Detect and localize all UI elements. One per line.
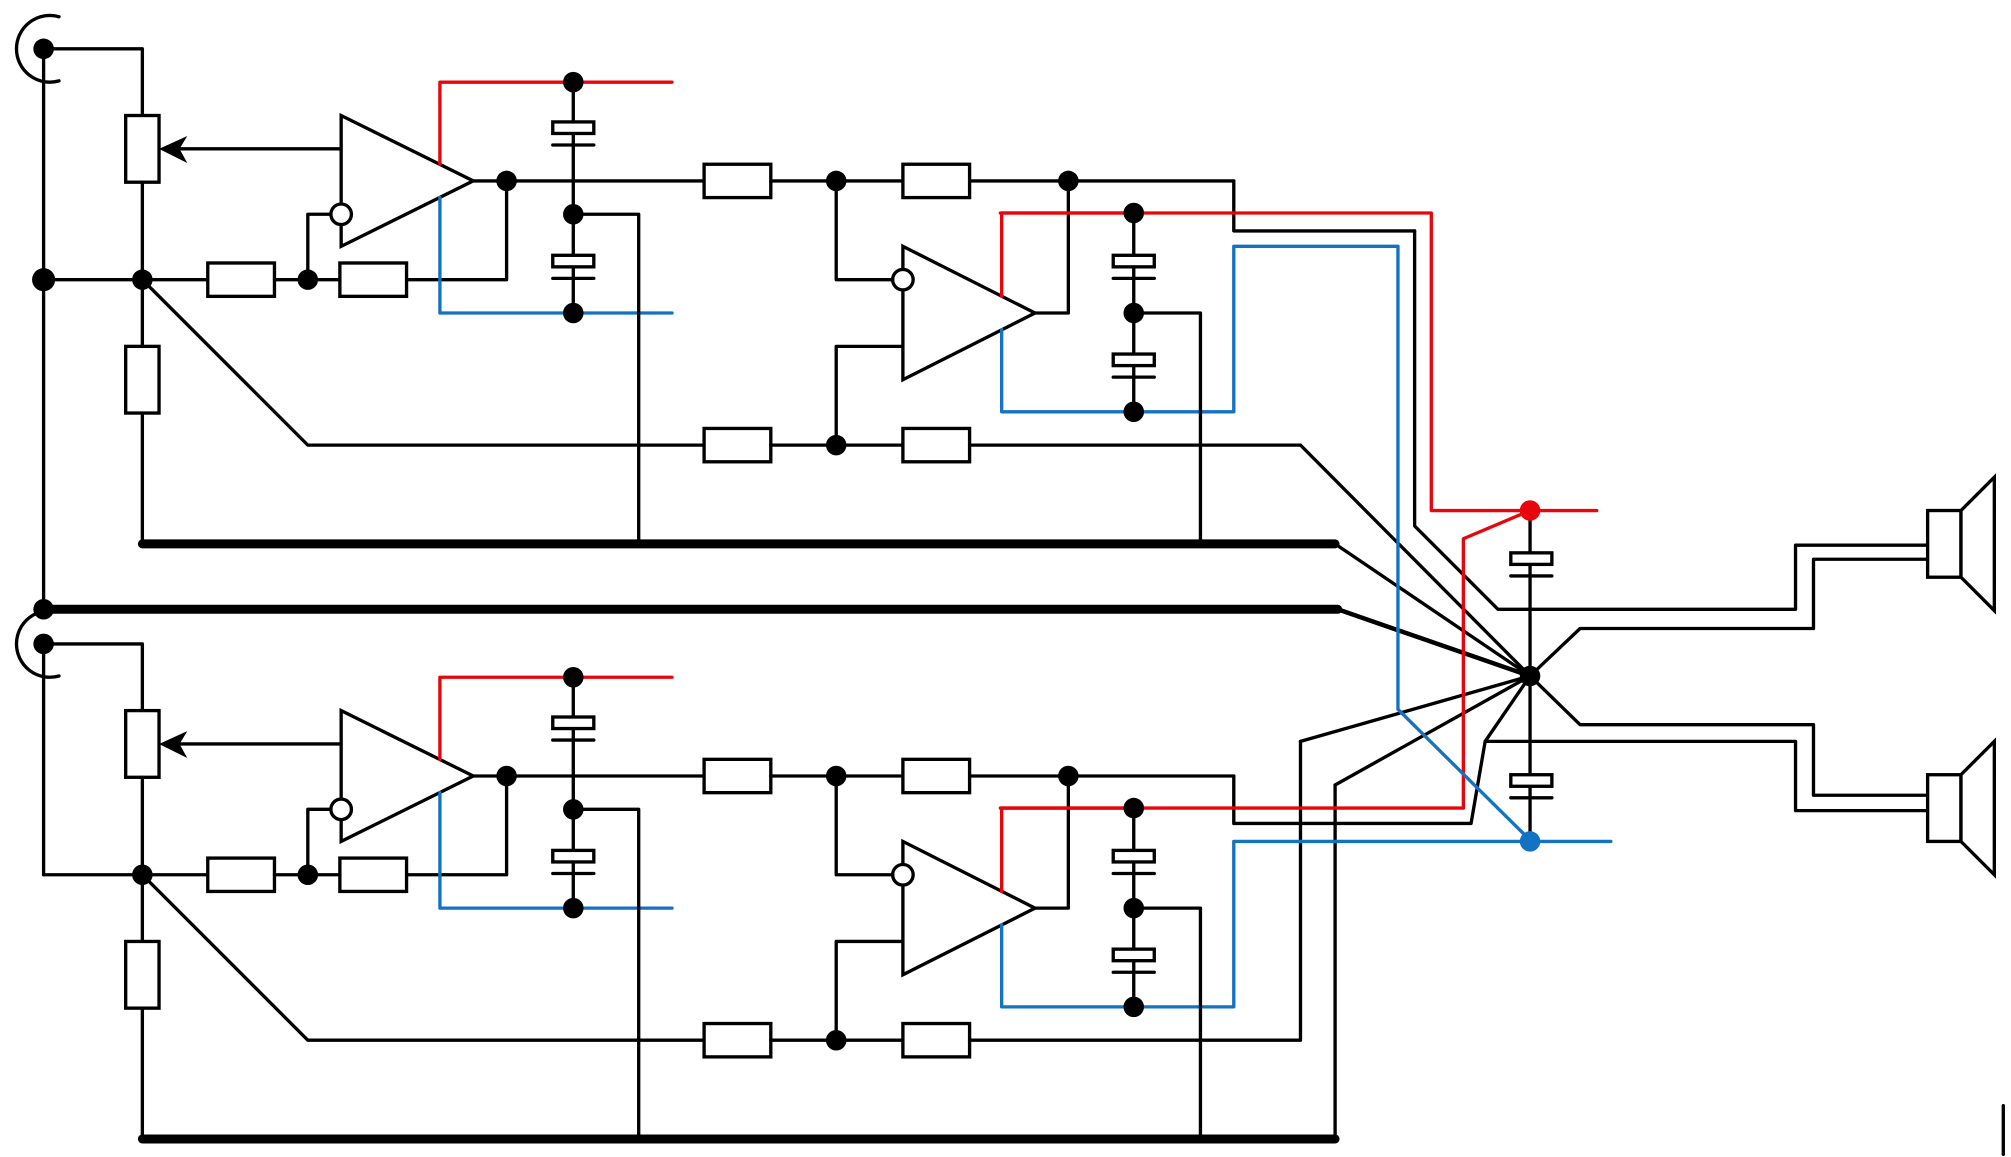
junction-dot-icon [32,268,56,292]
wire [1412,229,1932,611]
negative-rail-wire [1232,839,1613,1008]
channel-2 [16,611,1335,1139]
wire [1232,739,1487,826]
wire [1298,674,1532,744]
negative-rail-wire [1232,244,1532,842]
speaker-cone [1959,473,1996,615]
speaker-cone [1959,737,1996,879]
wire [1483,674,1932,813]
speaker-magnet [1925,508,1963,579]
wire [1333,674,1532,787]
positive-rail-wire [998,211,1599,513]
wire [1333,542,1532,678]
positive-rail-wire [998,508,1532,810]
positive-supply-terminal-icon [1519,500,1541,521]
capacitor-icon [1509,773,1554,788]
star-ground [1232,179,1932,1140]
wire [1528,557,1932,678]
speaker-right-icon [1925,737,1996,879]
wire [1528,674,1932,797]
channel-1 [16,15,1335,543]
shared-wiring [33,47,2005,1157]
capacitor-icon [1509,551,1554,567]
speaker-left-icon [1925,473,1996,615]
star-ground-junction-icon [1519,665,1541,687]
speaker-magnet [1925,773,1963,844]
negative-supply-terminal-icon [1519,831,1541,852]
common-ground-to-star [1335,607,1533,679]
wire [1232,179,1417,233]
wire [1298,443,1532,678]
